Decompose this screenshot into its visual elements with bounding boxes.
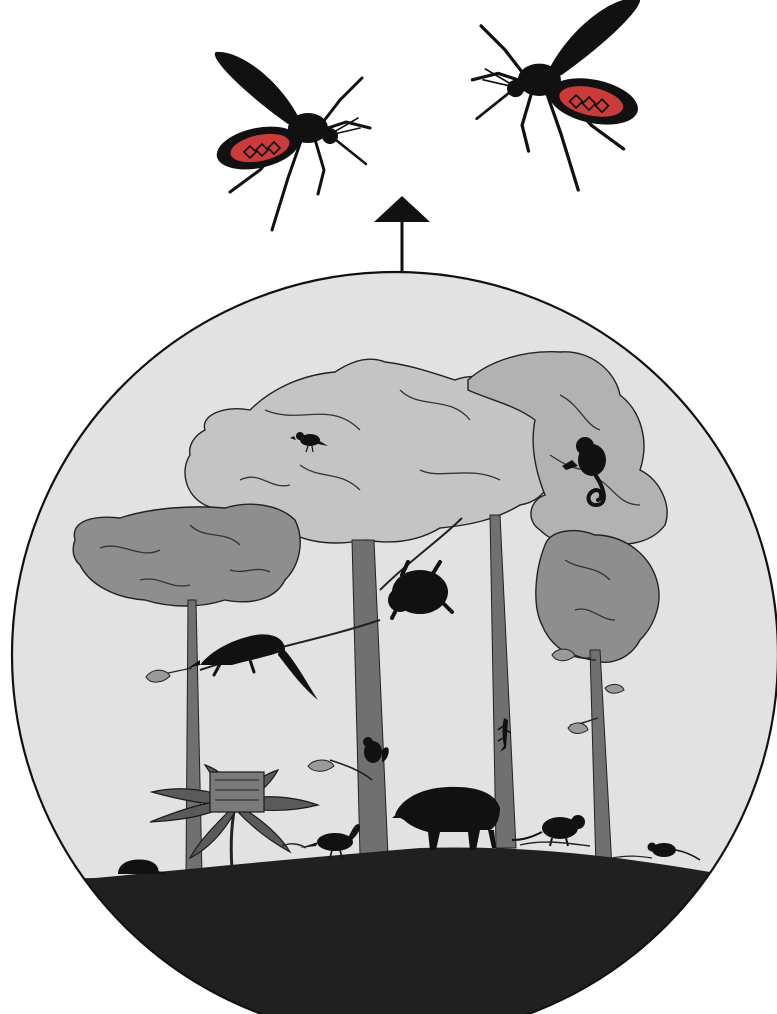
mosquito-left-icon: [213, 52, 370, 230]
mosquito-right-icon: [472, 0, 642, 190]
forest-ecosystem-circle: [0, 272, 777, 1014]
left-mid-canopy: [73, 504, 300, 606]
